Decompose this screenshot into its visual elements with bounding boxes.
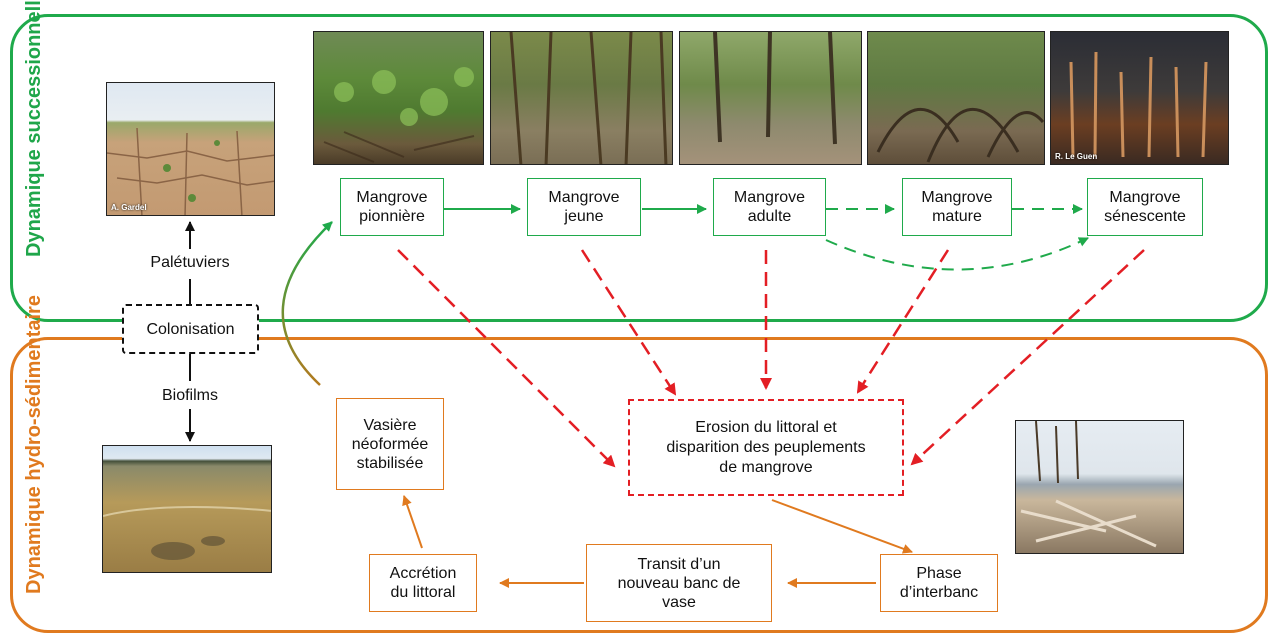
arrow-pioneer-to-erosion	[397, 249, 616, 468]
stage-label-mature: Mangrove mature	[921, 189, 993, 225]
arrow-young-to-erosion	[580, 249, 677, 396]
successional-dynamics-panel	[10, 14, 1268, 322]
colonisation-box: Colonisation	[122, 304, 259, 354]
arrow-accretion-to-vasiere	[402, 495, 423, 549]
arrow-senescent-to-erosion	[910, 249, 1145, 466]
photo-mudflat	[102, 445, 272, 573]
arrow-adult-to-senescent	[825, 237, 1089, 271]
photo-mangrove-mature	[867, 31, 1045, 165]
photo-mangrove-young	[490, 31, 673, 165]
stage-box-mature: Mangrove mature	[902, 178, 1012, 236]
photo-eroded-coast	[1015, 420, 1184, 554]
transit-box: Transit d’un nouveau banc de vase	[586, 544, 772, 622]
stage-box-young: Mangrove jeune	[527, 178, 641, 236]
photo-mangrove-senescent: R. Le Guen	[1050, 31, 1229, 165]
stage-label-senescent: Mangrove sénescente	[1104, 189, 1186, 225]
stage-box-adult: Mangrove adulte	[713, 178, 826, 236]
photo-credit-le-guen: R. Le Guen	[1055, 152, 1098, 161]
erosion-box: Erosion du littoral et disparition des p…	[628, 399, 904, 496]
vasiere-box: Vasière néoformée stabilisée	[336, 398, 444, 490]
stage-label-adult: Mangrove adulte	[733, 189, 806, 225]
paletuviers-label: Palétuviers	[130, 251, 250, 275]
vasiere-label: Vasière néoformée stabilisée	[351, 416, 429, 472]
arrow-vasiere-to-pioneer	[281, 221, 333, 386]
interbanc-box: Phase d’interbanc	[880, 554, 998, 612]
photo-mangrove-pioneer	[313, 31, 484, 165]
interbanc-label: Phase d’interbanc	[899, 565, 979, 601]
hydro-sedimentary-dynamics-panel	[10, 337, 1268, 633]
stage-label-young: Mangrove jeune	[548, 189, 620, 225]
photo-credit-gardel: A. Gardel	[111, 203, 147, 212]
arrow-mature-to-erosion	[856, 249, 950, 394]
stage-box-senescent: Mangrove sénescente	[1087, 178, 1203, 236]
stage-label-pioneer: Mangrove pionnière	[356, 189, 428, 225]
accretion-label: Accrétion du littoral	[389, 565, 457, 601]
biofilms-label: Biofilms	[140, 384, 240, 408]
photo-mangrove-adult	[679, 31, 862, 165]
accretion-box: Accrétion du littoral	[369, 554, 477, 612]
arrow-erosion-to-interbanc	[771, 499, 913, 554]
colonisation-label: Colonisation	[146, 320, 235, 338]
transit-label: Transit d’un nouveau banc de vase	[617, 555, 741, 611]
photo-dry-mud-seedlings: A. Gardel	[106, 82, 275, 216]
stage-box-pioneer: Mangrove pionnière	[340, 178, 444, 236]
erosion-label: Erosion du littoral et disparition des p…	[666, 418, 866, 476]
